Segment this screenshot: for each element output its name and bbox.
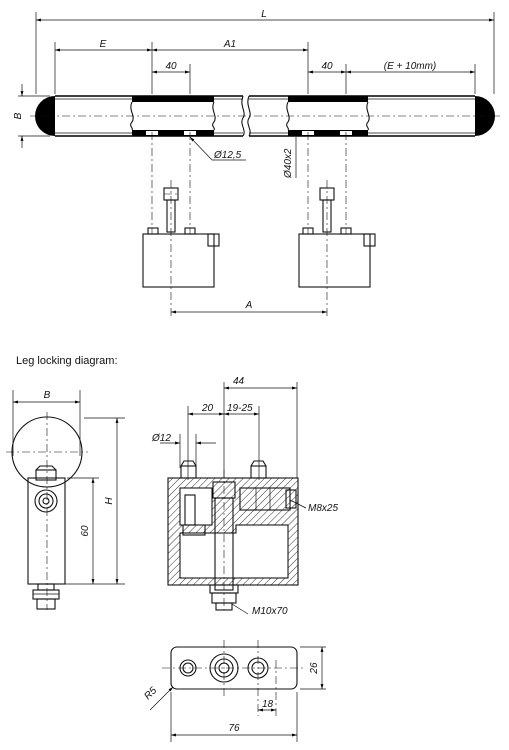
dim-label-60: 60 [80, 525, 91, 537]
dim-label-B-top: B [13, 112, 24, 119]
leg-clamp-left [142, 187, 220, 288]
dimension-L: L [35, 9, 495, 94]
dim-label-L: L [261, 9, 267, 20]
dim-label-40-left: 40 [165, 61, 177, 72]
dim-label-20: 20 [201, 403, 214, 414]
dim-label-18: 18 [262, 699, 274, 710]
dim-label-E: E [100, 39, 107, 50]
dim-label-M8x25: M8x25 [308, 503, 338, 514]
dim-label-76: 76 [228, 723, 240, 734]
dim-label-B-side: B [44, 390, 51, 401]
dimension-E-A1: E A1 [54, 39, 309, 94]
leg-clamp-right [298, 187, 376, 288]
caption-leg-locking: Leg locking diagram: [16, 355, 118, 367]
dimension-B-top: B [13, 84, 50, 148]
dimension-40-pairs: 40 40 (E + 10mm) [152, 61, 476, 94]
left-end-cap [35, 96, 55, 136]
dim-label-d12-5: Ø12,5 [213, 150, 242, 161]
section-view: 44 20 19-25 Ø12 [151, 376, 338, 617]
dimension-A: A [171, 300, 327, 314]
callout-d40x2: Ø40x2 [283, 137, 297, 179]
dim-label-d12: Ø12 [151, 433, 171, 444]
callout-d12-5: Ø12,5 [189, 136, 246, 161]
dim-label-44: 44 [233, 376, 245, 387]
side-view: B H 60 [6, 390, 125, 610]
dim-label-d40x2: Ø40x2 [283, 148, 294, 179]
dim-label-A: A [245, 300, 253, 311]
dim-label-19-25: 19-25 [227, 403, 253, 414]
dim-label-E-plus-10: (E + 10mm) [384, 61, 437, 72]
dim-label-26: 26 [309, 662, 320, 675]
dim-label-40-right: 40 [321, 61, 333, 72]
dim-label-M10x70: M10x70 [252, 606, 288, 617]
dim-label-R5: R5 [142, 685, 159, 702]
plan-view: 26 R5 18 76 [142, 640, 326, 742]
handle-bar [30, 95, 500, 137]
dim-label-H: H [104, 497, 115, 505]
top-view: L E A1 40 40 (E + 10mm) [13, 9, 500, 318]
dim-label-A1: A1 [223, 39, 236, 50]
